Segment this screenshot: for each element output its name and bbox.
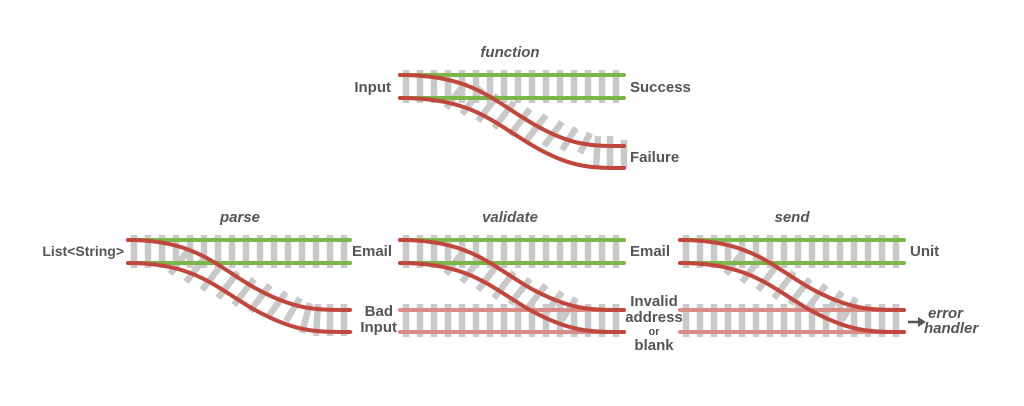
send-failure-rail-lower <box>678 261 906 334</box>
parse-failure-rail-lower <box>126 261 352 334</box>
parse-output-label: Email <box>352 243 392 260</box>
parse-title: parse <box>219 209 260 226</box>
validate-failure-label-line4: blank <box>634 337 674 354</box>
arrow-right-icon <box>908 317 926 327</box>
parse-input-label: List<String> <box>42 243 124 259</box>
function-title: function <box>480 44 539 61</box>
send-title: send <box>774 209 810 226</box>
send-block: send Unit error handler <box>678 209 979 337</box>
error-handler-label-line1: error <box>928 305 964 322</box>
failure-label: Failure <box>630 149 679 166</box>
validate-block: validate Email Invalid address or blank <box>398 209 683 354</box>
validate-failure-label-line1: Invalid <box>630 293 678 310</box>
error-handler-label-line2: handler <box>924 320 979 337</box>
validate-failure-rail-upper <box>398 238 626 312</box>
success-label: Success <box>630 79 691 96</box>
parse-block: parse List<String> Email Bad Input <box>42 209 397 337</box>
validate-failure-label-line2: address <box>625 309 683 326</box>
send-failure-rail-upper <box>678 238 906 312</box>
validate-output-label: Email <box>630 243 670 260</box>
parse-failure-rail-upper <box>126 238 352 312</box>
input-label: Input <box>354 79 391 96</box>
parse-failure-label-line1: Bad <box>365 303 393 320</box>
validate-title: validate <box>482 209 538 226</box>
top-failure-rail-upper <box>398 73 626 148</box>
validate-failure-label-line3: or <box>649 326 661 338</box>
top-failure-rail-lower <box>398 96 626 170</box>
parse-failure-label-line2: Input <box>360 319 397 336</box>
send-output-label: Unit <box>910 243 939 260</box>
validate-failure-rail-lower <box>398 261 626 334</box>
function-block: function Input Success Failure <box>354 44 691 170</box>
